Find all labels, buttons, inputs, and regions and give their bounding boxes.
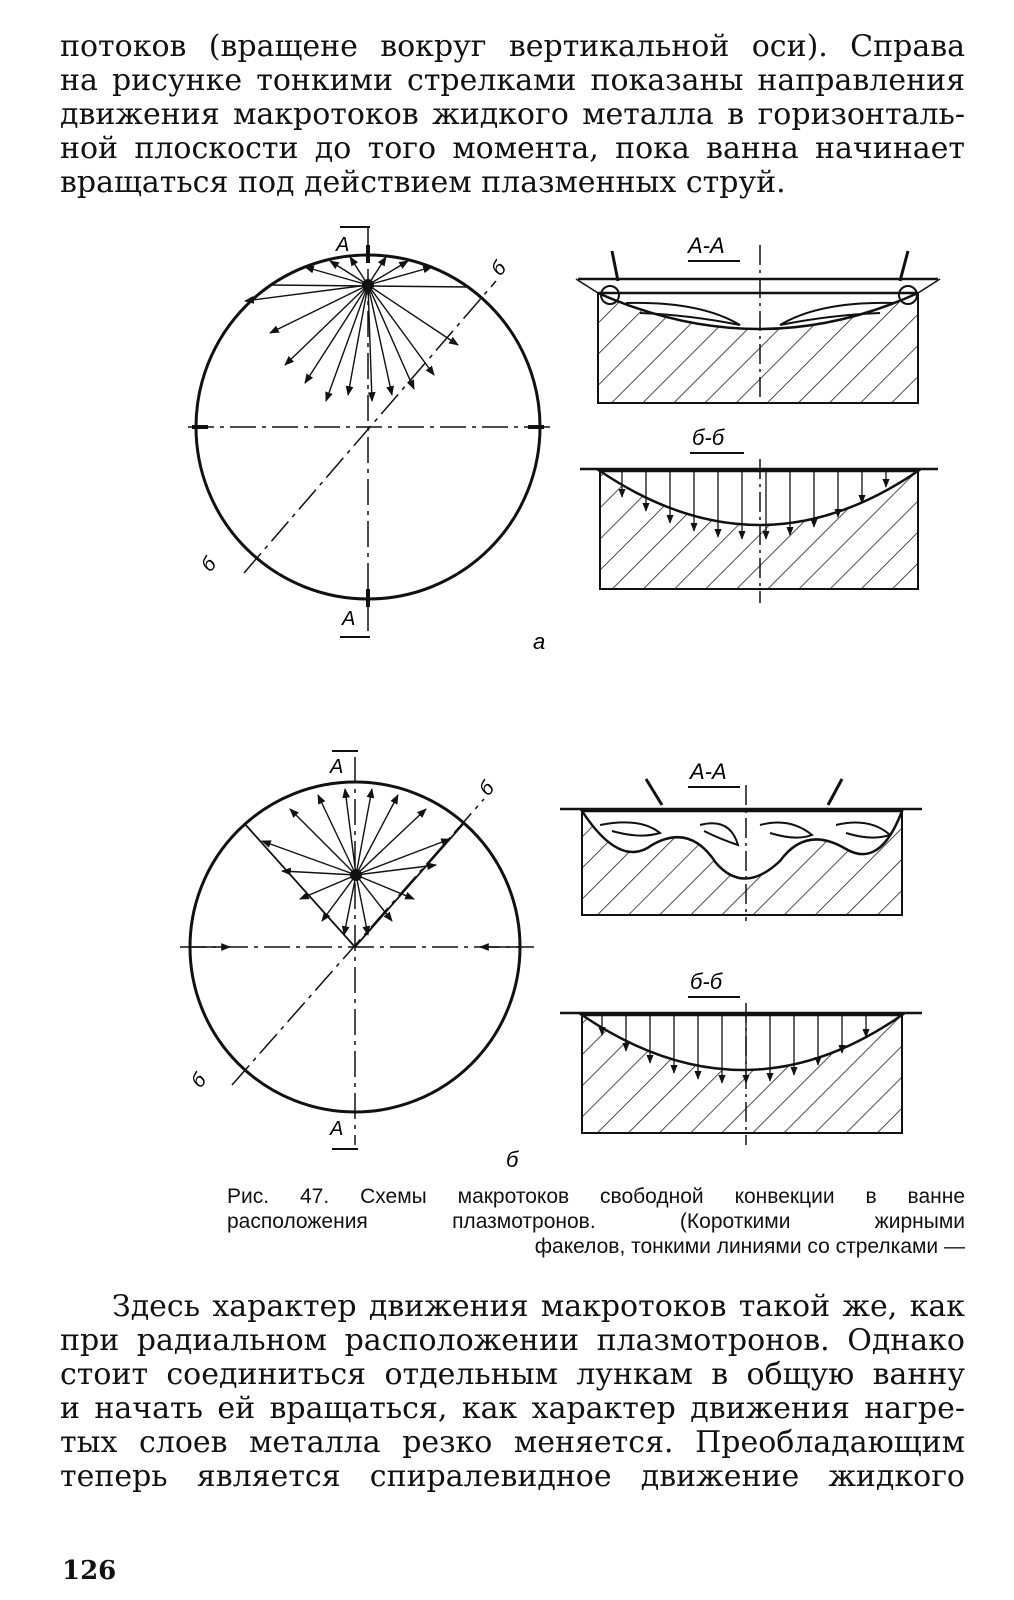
figure-47: А А б б а А-А б-б xyxy=(0,205,1014,1225)
top-paragraph: потоков (вращене вокруг вертикальной оси… xyxy=(60,30,965,200)
flow-arrows-a xyxy=(244,256,459,402)
caption-line: Рис. 47. Схемы макротоков свободной конв… xyxy=(227,1185,965,1208)
subfigure-label-a: а xyxy=(533,629,545,654)
text-line: вращаться под действием плазменных струй… xyxy=(60,165,786,200)
view-label-aa-bottom: А-А xyxy=(688,759,727,784)
bottom-paragraph: Здесь характер движения макротоков такой… xyxy=(60,1290,965,1494)
text-line: потоков (вращене вокруг вертикальной оси… xyxy=(60,29,965,64)
vertical-arrows-bb-top xyxy=(618,471,890,540)
page-number: 126 xyxy=(62,1556,117,1586)
text-line: и начать ей вращаться, как характер движ… xyxy=(60,1391,965,1426)
figure-47-drawing: А А б б а А-А б-б xyxy=(180,226,941,1172)
section-label-a-bottom-b: А xyxy=(329,1118,343,1140)
section-label-b-bottom: б xyxy=(197,553,222,576)
text-line: тых слоев металла резко меняется. Преобл… xyxy=(60,1425,965,1460)
subfigure-label-b: б xyxy=(506,1147,520,1172)
section-label-b-top-b: б xyxy=(475,777,500,800)
section-label-a-top-b: А xyxy=(329,756,343,778)
text-line: теперь является спиралевидное движение ж… xyxy=(60,1459,965,1494)
section-aa-top: А-А xyxy=(575,233,941,404)
section-bb-bottom: б-б xyxy=(560,969,922,1145)
text-line: движения макротоков жидкого металла в го… xyxy=(60,97,965,132)
section-label-b-top: б xyxy=(487,257,512,280)
text-line: при радиальном расположении плазмотронов… xyxy=(60,1323,965,1358)
text-line: на рисунке тонкими стрелками показаны на… xyxy=(60,63,965,98)
flow-arrows-b xyxy=(190,788,520,951)
view-label-bb-top: б-б xyxy=(692,425,726,450)
section-label-a-bottom: А xyxy=(341,608,355,630)
text-line: ной плоскости до того момента, пока ванн… xyxy=(60,131,965,166)
caption-line: расположения плазмотронов. (Короткими жи… xyxy=(227,1210,965,1233)
section-bb-top: б-б xyxy=(580,425,938,603)
view-label-aa-top: А-А xyxy=(686,233,725,258)
caption-line: факелов, тонкими линиями со стрелками — xyxy=(534,1235,965,1258)
text-line: Здесь характер движения макротоков такой… xyxy=(112,1289,965,1324)
figure-caption: Рис. 47. Схемы макротоков свободной конв… xyxy=(227,1184,965,1259)
section-label-a-top: А xyxy=(335,234,349,256)
plan-view-a: А А б б а xyxy=(188,226,550,654)
section-label-b-bottom-b: б xyxy=(187,1069,212,1092)
section-aa-bottom: А-А xyxy=(560,759,922,921)
plan-view-b: А А б б б xyxy=(180,750,534,1172)
text-line: стоит соединиться отдельным лункам в общ… xyxy=(60,1357,965,1392)
view-label-bb-bottom: б-б xyxy=(690,969,724,994)
